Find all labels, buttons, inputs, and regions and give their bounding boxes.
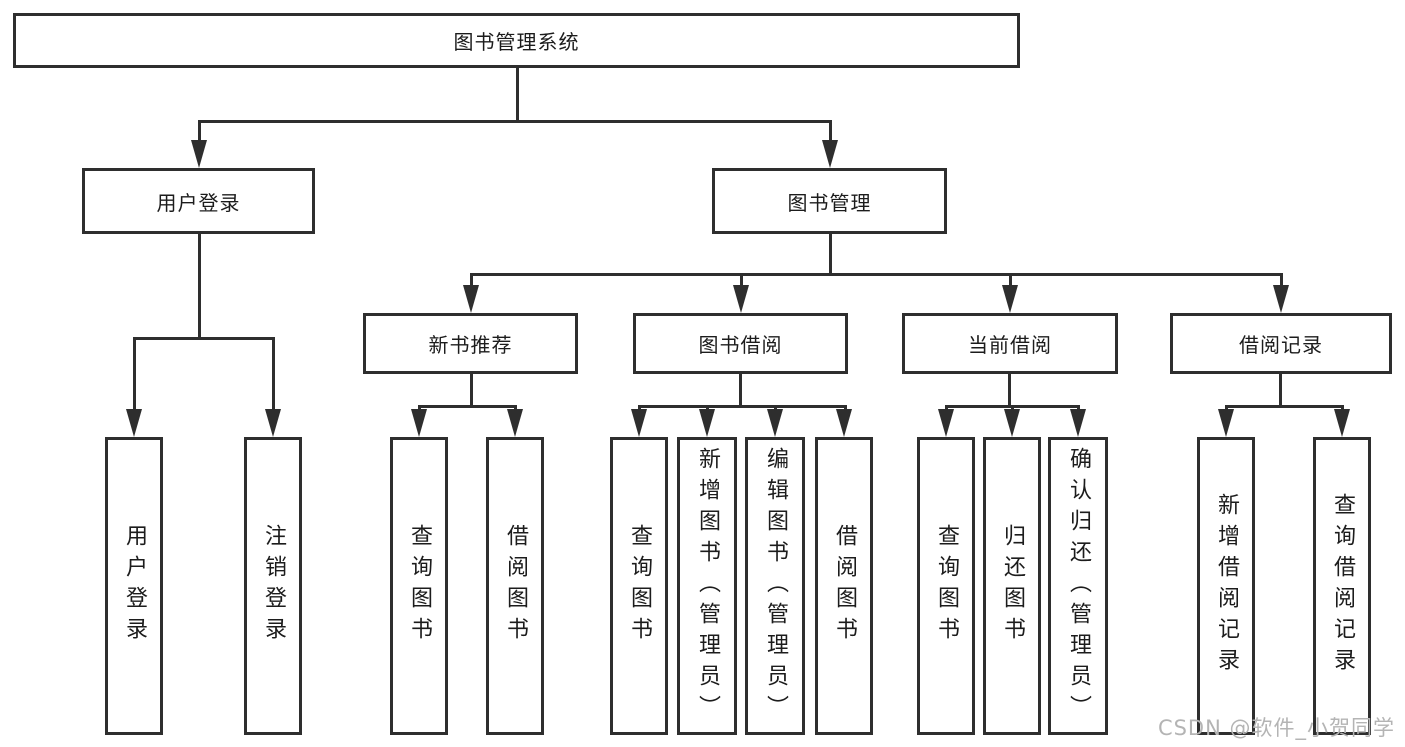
connector-stem xyxy=(470,273,473,289)
arrowhead-down-icon xyxy=(411,409,427,437)
connector-drop xyxy=(829,234,832,276)
arrowhead-down-icon xyxy=(822,140,838,168)
leaf-query-books-borrow: 查询图书 xyxy=(610,437,668,735)
connector-stem xyxy=(1009,273,1012,289)
arrowhead-down-icon xyxy=(938,409,954,437)
leaf-return-book: 归还图书 xyxy=(983,437,1041,735)
node-book-borrow: 图书借阅 xyxy=(633,313,848,374)
leaf-query-borrow-record: 查询借阅记录 xyxy=(1313,437,1371,735)
connector-drop xyxy=(1279,374,1282,407)
arrowhead-down-icon xyxy=(126,409,142,437)
arrowhead-down-icon xyxy=(507,409,523,437)
arrowhead-down-icon xyxy=(836,409,852,437)
arrowhead-down-icon xyxy=(191,140,207,168)
node-borrow-records: 借阅记录 xyxy=(1170,313,1392,374)
leaf-user-login: 用户登录 xyxy=(105,437,163,735)
leaf-query-books-recommend: 查询图书 xyxy=(390,437,448,735)
leaf-borrow-book: 借阅图书 xyxy=(815,437,873,735)
leaf-confirm-return-admin: 确认归还（管理员） xyxy=(1048,437,1108,735)
connector-stem xyxy=(272,337,275,413)
connector-root-drop xyxy=(516,68,519,122)
connector-stem xyxy=(198,120,201,144)
arrowhead-down-icon xyxy=(1334,409,1350,437)
node-user-login: 用户登录 xyxy=(82,168,315,234)
connector-split xyxy=(133,337,275,340)
arrowhead-down-icon xyxy=(265,409,281,437)
connector-stem xyxy=(740,273,743,289)
arrowhead-down-icon xyxy=(463,285,479,313)
connector-drop xyxy=(470,374,473,407)
connector-stem xyxy=(829,120,832,144)
arrowhead-down-icon xyxy=(1070,409,1086,437)
arrowhead-down-icon xyxy=(733,285,749,313)
connector-drop xyxy=(1008,374,1011,407)
node-new-book-recommend: 新书推荐 xyxy=(363,313,578,374)
connector-split xyxy=(1225,405,1344,408)
leaf-edit-book-admin: 编辑图书（管理员） xyxy=(745,437,805,735)
connector-split xyxy=(418,405,517,408)
arrowhead-down-icon xyxy=(1218,409,1234,437)
connector-stem xyxy=(133,337,136,413)
leaf-borrow-books-recommend: 借阅图书 xyxy=(486,437,544,735)
node-book-management: 图书管理 xyxy=(712,168,947,234)
connector-drop xyxy=(198,234,201,340)
connector-level3-split xyxy=(470,273,1283,276)
node-library-system: 图书管理系统 xyxy=(13,13,1020,68)
arrowhead-down-icon xyxy=(1002,285,1018,313)
connector-level1-split xyxy=(198,120,832,123)
leaf-add-book-admin: 新增图书（管理员） xyxy=(677,437,737,735)
arrowhead-down-icon xyxy=(699,409,715,437)
connector-drop xyxy=(739,374,742,407)
arrowhead-down-icon xyxy=(631,409,647,437)
csdn-watermark: CSDN @软件_小贺同学 xyxy=(1157,716,1395,740)
leaf-query-books-current: 查询图书 xyxy=(917,437,975,735)
arrowhead-down-icon xyxy=(1004,409,1020,437)
connector-split xyxy=(638,405,847,408)
leaf-add-borrow-record: 新增借阅记录 xyxy=(1197,437,1255,735)
connector-stem xyxy=(1280,273,1283,289)
arrowhead-down-icon xyxy=(767,409,783,437)
node-current-borrow: 当前借阅 xyxy=(902,313,1118,374)
leaf-logout: 注销登录 xyxy=(244,437,302,735)
arrowhead-down-icon xyxy=(1273,285,1289,313)
